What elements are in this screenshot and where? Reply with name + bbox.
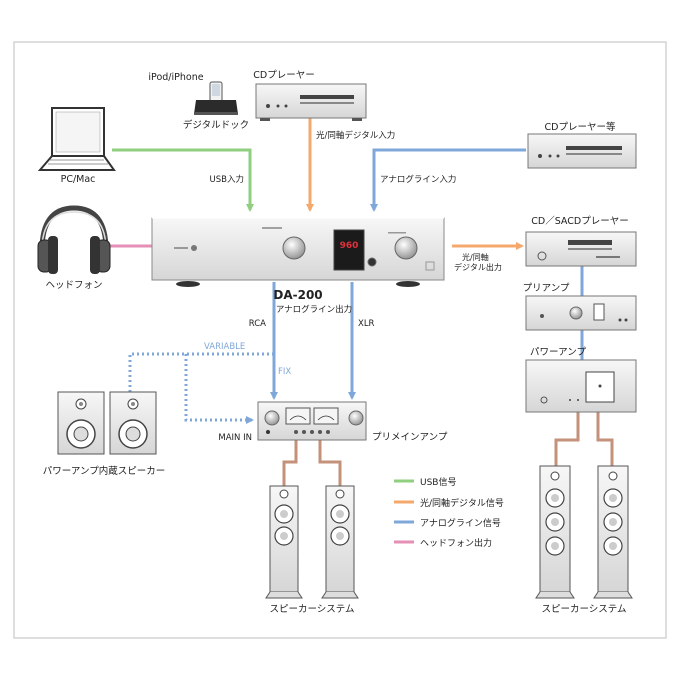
variable-line-main-in bbox=[184, 354, 254, 424]
speaker-wire-right-2 bbox=[596, 412, 614, 466]
preamp-icon bbox=[525, 295, 637, 331]
digital-output-label-2: デジタル出力 bbox=[454, 262, 502, 272]
usb-cable-line bbox=[112, 148, 254, 212]
xlr-label: XLR bbox=[358, 319, 375, 329]
legend-label-analog: アナログライン信号 bbox=[420, 517, 501, 529]
da200-display bbox=[333, 229, 365, 271]
speaker-wire-right-1 bbox=[554, 412, 580, 466]
ipod-label: iPod/iPhone bbox=[148, 72, 203, 83]
dock-label: デジタルドック bbox=[183, 119, 249, 131]
integrated-amp-label: プリメインアンプ bbox=[372, 432, 448, 443]
pc-mac-label: PC/Mac bbox=[61, 174, 96, 185]
da200-unit: 960 bbox=[151, 217, 445, 287]
da200-power-switch bbox=[191, 245, 197, 251]
tower-speakers-right-icon bbox=[535, 465, 633, 599]
legend-label-digital: 光/同軸デジタル信号 bbox=[420, 497, 504, 509]
digital-output-label-1: 光/同軸 bbox=[462, 252, 489, 262]
rca-label: RCA bbox=[249, 319, 266, 329]
speaker-system-left-label: スピーカーシステム bbox=[269, 604, 354, 615]
cd-sacd-label: CD／SACDプレーヤー bbox=[531, 216, 628, 227]
cd-player-top-icon bbox=[255, 83, 367, 121]
ipod-dock-icon bbox=[194, 81, 238, 115]
da200-foot-right bbox=[396, 281, 420, 287]
da200-foot-left bbox=[176, 281, 200, 287]
da200-input-knob bbox=[282, 236, 306, 260]
analog-input-label: アナログライン入力 bbox=[380, 174, 456, 185]
legend-label-usb: USB信号 bbox=[420, 476, 456, 488]
cd-player-etc-label: CDプレーヤー等 bbox=[545, 121, 616, 133]
tower-speakers-left-icon bbox=[265, 485, 359, 599]
power-amp-icon bbox=[525, 359, 637, 413]
speaker-system-right-label: スピーカーシステム bbox=[541, 604, 626, 615]
digital-input-label: 光/同軸デジタル入力 bbox=[316, 130, 395, 141]
cd-player-label: CDプレーヤー bbox=[253, 70, 314, 81]
cd-player-etc-icon bbox=[527, 133, 637, 169]
da200-volume-knob bbox=[394, 236, 418, 260]
powered-speakers-label: パワーアンプ内蔵スピーカー bbox=[43, 465, 165, 477]
analog-input-line bbox=[370, 148, 526, 212]
analog-output-label: アナログライン出力 bbox=[276, 304, 352, 315]
variable-label: VARIABLE bbox=[204, 342, 245, 352]
legend-item-digital: 光/同軸デジタル信号 bbox=[394, 497, 504, 509]
headphones-label: ヘッドフォン bbox=[45, 280, 102, 291]
headphones-icon bbox=[37, 205, 111, 274]
integrated-amp-icon bbox=[257, 401, 367, 441]
usb-input-label: USB入力 bbox=[210, 174, 244, 185]
legend-item-analog: アナログライン信号 bbox=[394, 517, 501, 529]
cd-sacd-player-icon bbox=[525, 231, 637, 267]
speaker-wire-left-1 bbox=[282, 440, 298, 486]
speaker-wire-left-2 bbox=[318, 440, 342, 486]
laptop-icon bbox=[37, 107, 116, 171]
legend-item-headphone: ヘッドフォン出力 bbox=[394, 537, 492, 549]
power-amp-label: パワーアンプ bbox=[530, 347, 586, 358]
main-in-label: MAIN IN bbox=[218, 433, 252, 443]
preamp-label: プリアンプ bbox=[523, 283, 570, 294]
da200-headphone-jack bbox=[367, 257, 377, 267]
da200-display-value: 960 bbox=[340, 241, 359, 251]
legend: USB信号 光/同軸デジタル信号 アナログライン信号 ヘッドフォン出力 bbox=[394, 476, 504, 549]
powered-speakers-icon bbox=[57, 391, 157, 455]
fix-label: FIX bbox=[278, 367, 291, 377]
legend-label-headphone: ヘッドフォン出力 bbox=[420, 537, 492, 549]
da200-model-label: DA-200 bbox=[273, 288, 322, 302]
legend-item-usb: USB信号 bbox=[394, 476, 456, 488]
